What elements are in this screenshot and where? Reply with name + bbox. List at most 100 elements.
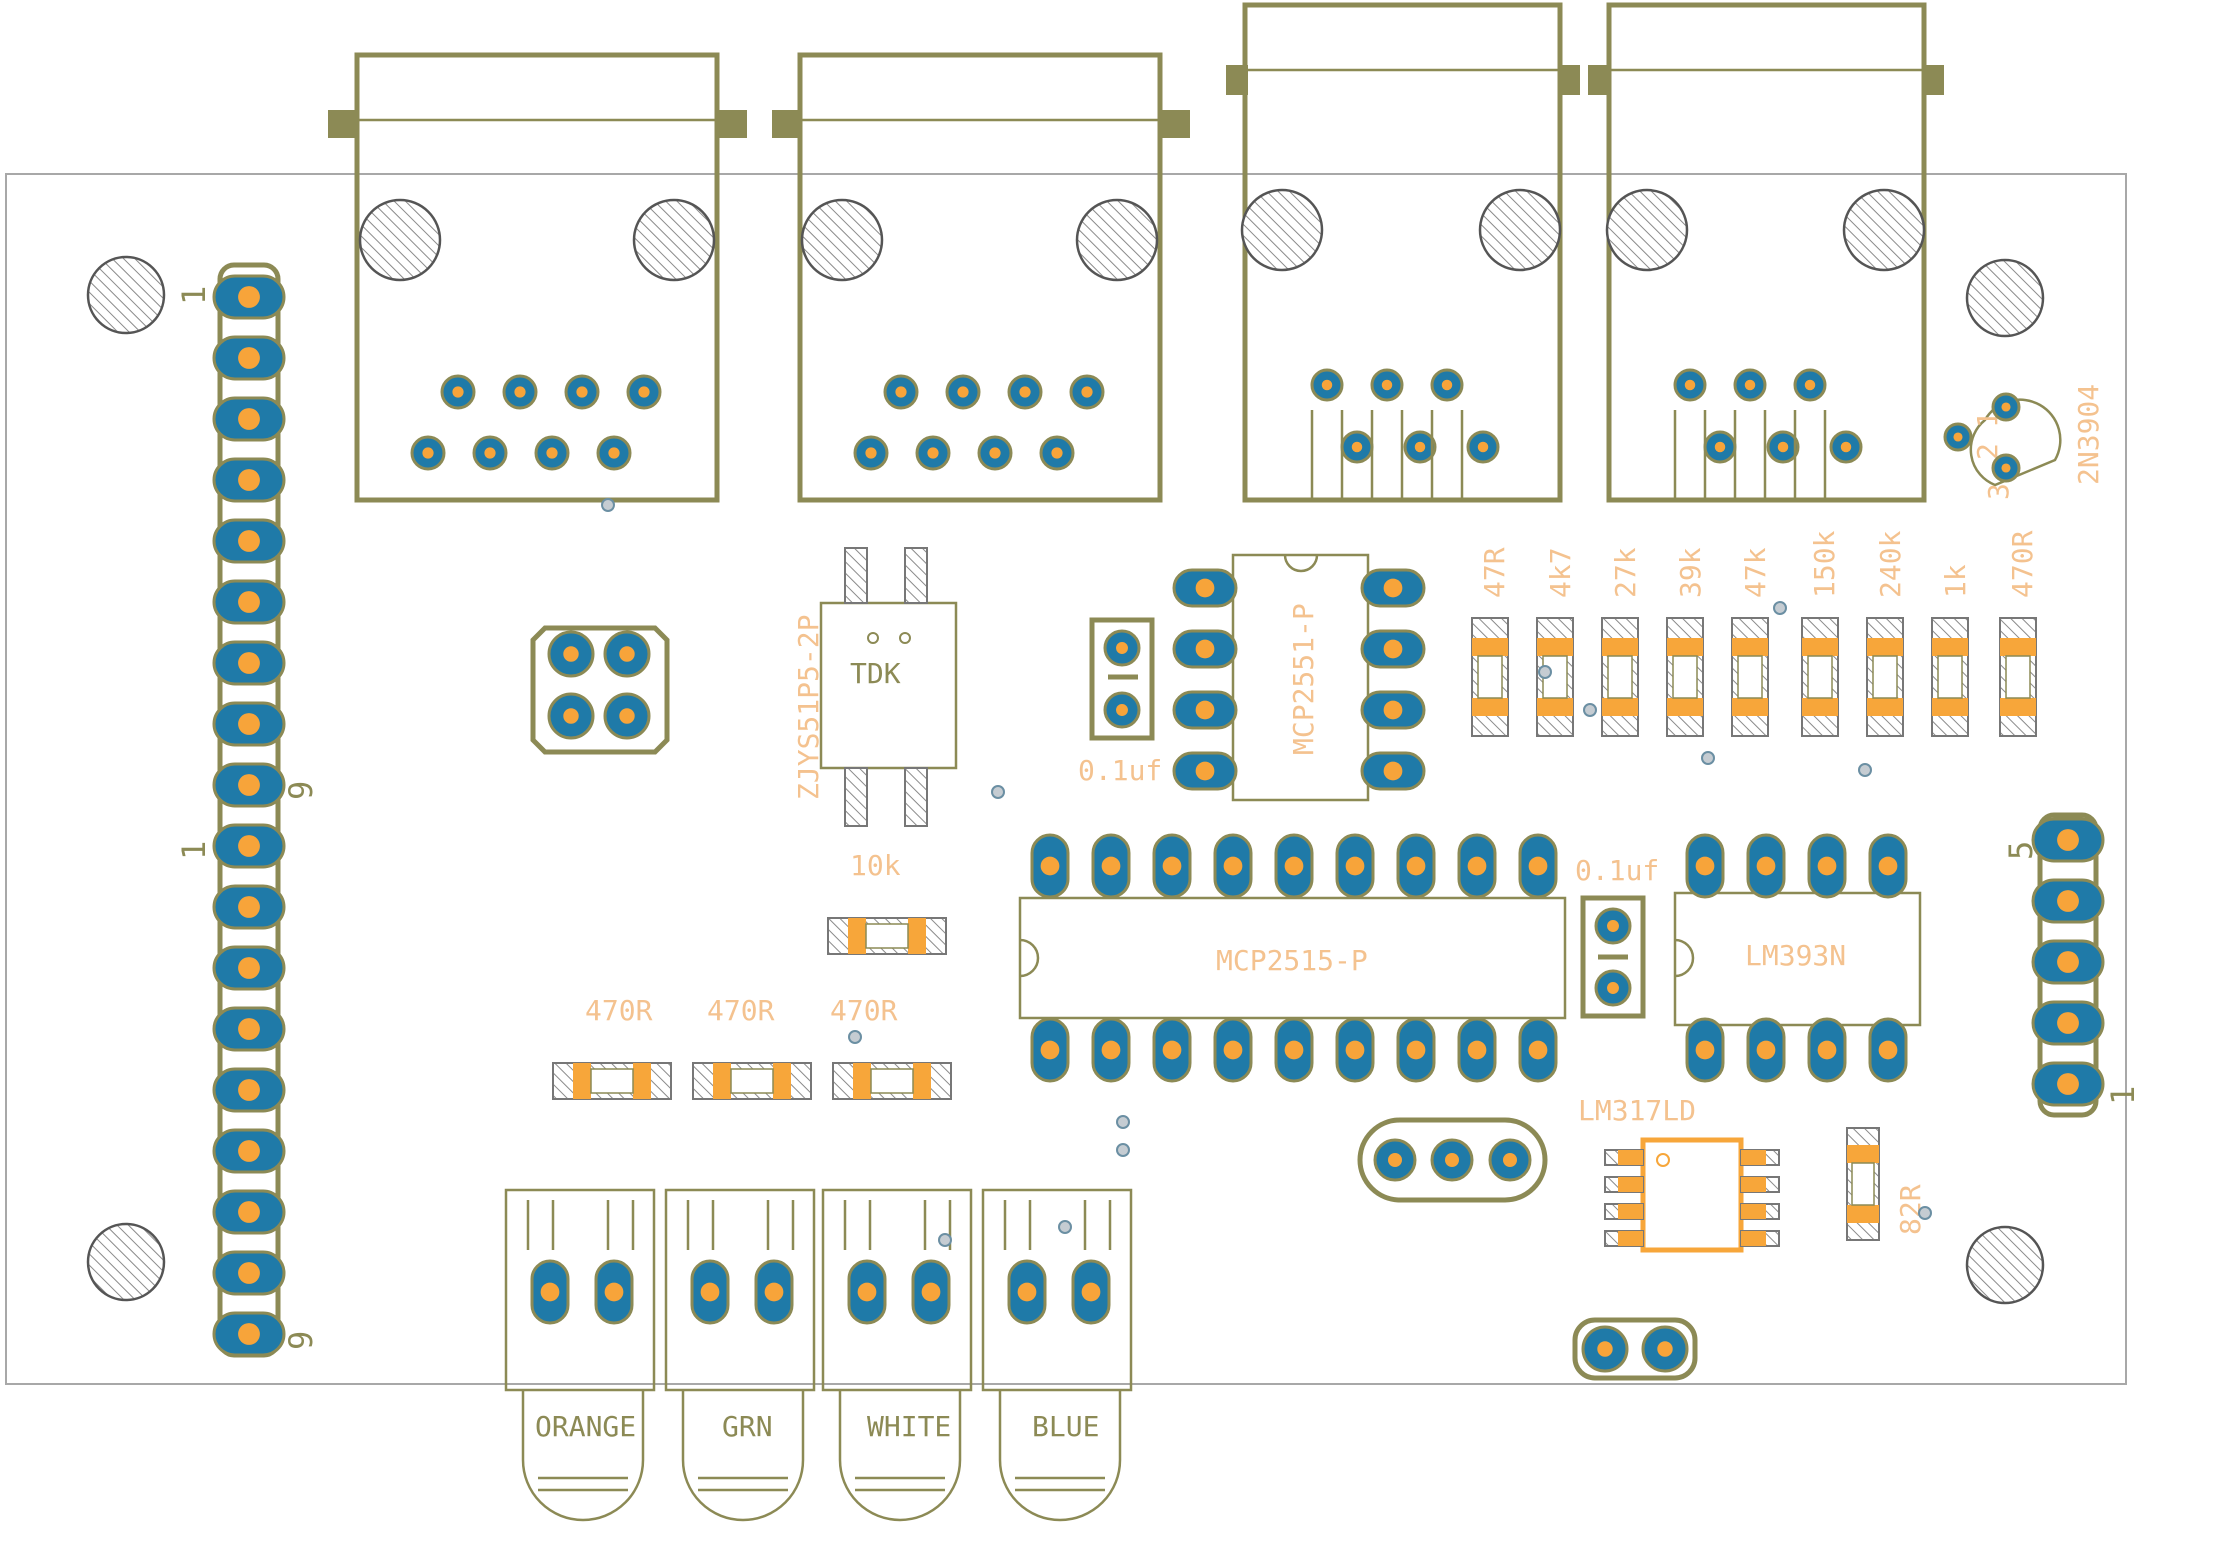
header-right-pin-drill: [2057, 1073, 2079, 1095]
header-left-pin-drill: [238, 957, 260, 979]
board-outline: [5, 173, 2127, 1385]
led-label-2: WHITE: [867, 1410, 951, 1443]
soic-pad-right-copper: [1741, 1231, 1766, 1246]
res-label-8: 470R: [2006, 530, 2039, 598]
res-row-pad: [1932, 698, 1968, 716]
led-res-label-2: 470R: [830, 994, 898, 1027]
res-row-pad: [1802, 638, 1838, 656]
res-label-5: 150k: [1808, 530, 1841, 598]
rj45-pin-drill: [608, 447, 620, 459]
led-label-3: BLUE: [1032, 1410, 1099, 1443]
lm393-pin-drill: [1695, 856, 1715, 876]
soic-pad-left-copper: [1618, 1177, 1643, 1192]
led-body: [998, 1390, 1122, 1522]
header-left-pin-drill: [238, 1201, 260, 1223]
lm393-pin-drill: [1756, 1040, 1776, 1060]
led-label-0: ORANGE: [535, 1410, 636, 1443]
cap1-label: 0.1uf: [1078, 754, 1162, 787]
res-label-1: 4k7: [1544, 547, 1577, 598]
res-row-pad: [1867, 638, 1903, 656]
mcp2515-pin-drill: [1101, 856, 1121, 876]
transistor-pin-drill: [2001, 402, 2011, 412]
mounting-hole-br: [1965, 1225, 2045, 1305]
to92-pin-drill: [1388, 1153, 1402, 1167]
ic-lm393: [1673, 891, 1922, 1027]
mcp2515-pin-drill: [1345, 856, 1365, 876]
mcp2515-pin-drill: [1467, 856, 1487, 876]
mcp2551-pin-drill: [1195, 578, 1215, 598]
led-pin-drill: [921, 1282, 941, 1302]
res-row-pad: [1472, 638, 1508, 656]
via: [1858, 763, 1872, 777]
header-left-pin-drill: [238, 652, 260, 674]
lm393-pin-drill: [1878, 1040, 1898, 1060]
jumper-bottom: [1572, 1317, 1698, 1381]
led-body: [838, 1390, 962, 1522]
via: [848, 1030, 862, 1044]
via: [938, 1233, 952, 1247]
rj11-pin-drill: [1744, 379, 1756, 391]
jumper-pin-drill: [1657, 1341, 1673, 1357]
led-pin-drill: [604, 1282, 624, 1302]
mounting-hole-tr: [1965, 258, 2045, 338]
header-left-pin-drill: [238, 591, 260, 613]
led-connector-outline: [664, 1188, 816, 1392]
rj45-jack-1: [328, 52, 747, 503]
mcp2551-pin-drill: [1195, 639, 1215, 659]
rj11-pin-drill: [1804, 379, 1816, 391]
soic-pad-right-copper: [1741, 1177, 1766, 1192]
res-label-4: 47k: [1739, 547, 1772, 598]
led-pin-drill: [857, 1282, 877, 1302]
mcp2515-pin-drill: [1223, 856, 1243, 876]
header-2x2-pin-drill: [619, 708, 635, 724]
rj45-pin-drill: [546, 447, 558, 459]
via: [1583, 703, 1597, 717]
filter-tdk: [819, 547, 958, 827]
header-right-pin-drill: [2057, 1012, 2079, 1034]
res-row-pad: [1867, 698, 1903, 716]
cap2-pad-drill: [1607, 920, 1619, 932]
cap1-outline: [1089, 617, 1155, 741]
mcp2515-pin-drill: [1467, 1040, 1487, 1060]
pads-layer: [212, 274, 2105, 1522]
via: [1116, 1115, 1130, 1129]
rj11-pin-drill: [1477, 441, 1489, 453]
res-row-center: [1937, 655, 1963, 699]
rj45-pin-drill: [957, 386, 969, 398]
mcp2551-pin-drill: [1195, 700, 1215, 720]
to92-pin-drill: [1445, 1153, 1459, 1167]
header-left-pin-drill: [238, 1323, 260, 1345]
res-row-pad: [1602, 698, 1638, 716]
lm393-pin-drill: [1817, 856, 1837, 876]
res-row-pad: [1802, 698, 1838, 716]
via: [1701, 751, 1715, 765]
filter-label: ZJYS51P5-2P: [792, 615, 825, 800]
mounting-holes: [86, 255, 2045, 1305]
led-pin-drill: [1017, 1282, 1037, 1302]
mcp2515-pin-drill: [1528, 1040, 1548, 1060]
soic-pad-right-copper: [1741, 1204, 1766, 1219]
header-left-pin-drill: [238, 1018, 260, 1040]
res-label-6: 240k: [1874, 530, 1907, 598]
res-row-center: [1672, 655, 1698, 699]
rj45-pin-drill: [1051, 447, 1063, 459]
header-left-pin1-label: 1: [175, 286, 213, 305]
rj11-pin-drill: [1381, 379, 1393, 391]
mounting-hole-tl: [86, 255, 166, 335]
led-body: [681, 1390, 805, 1522]
rj11-pin-drill: [1321, 379, 1333, 391]
rj45-jack-2: [772, 52, 1190, 503]
rj11-jack-2: [1588, 2, 1944, 503]
res-row-center: [1477, 655, 1503, 699]
res-row-pad: [1667, 698, 1703, 716]
rj11-pin-drill: [1777, 441, 1789, 453]
rj45-pin-drill: [452, 386, 464, 398]
res-row-pad: [1472, 698, 1508, 716]
mcp2515-pin-drill: [1284, 856, 1304, 876]
soic-pad-left-copper: [1618, 1204, 1643, 1219]
regulator-label: LM317LD: [1578, 1094, 1696, 1127]
header-left-pin-drill: [238, 896, 260, 918]
cap2-label: 0.1uf: [1575, 854, 1659, 887]
res-label-2: 27k: [1609, 547, 1642, 598]
to92-pin-drill: [1503, 1153, 1517, 1167]
